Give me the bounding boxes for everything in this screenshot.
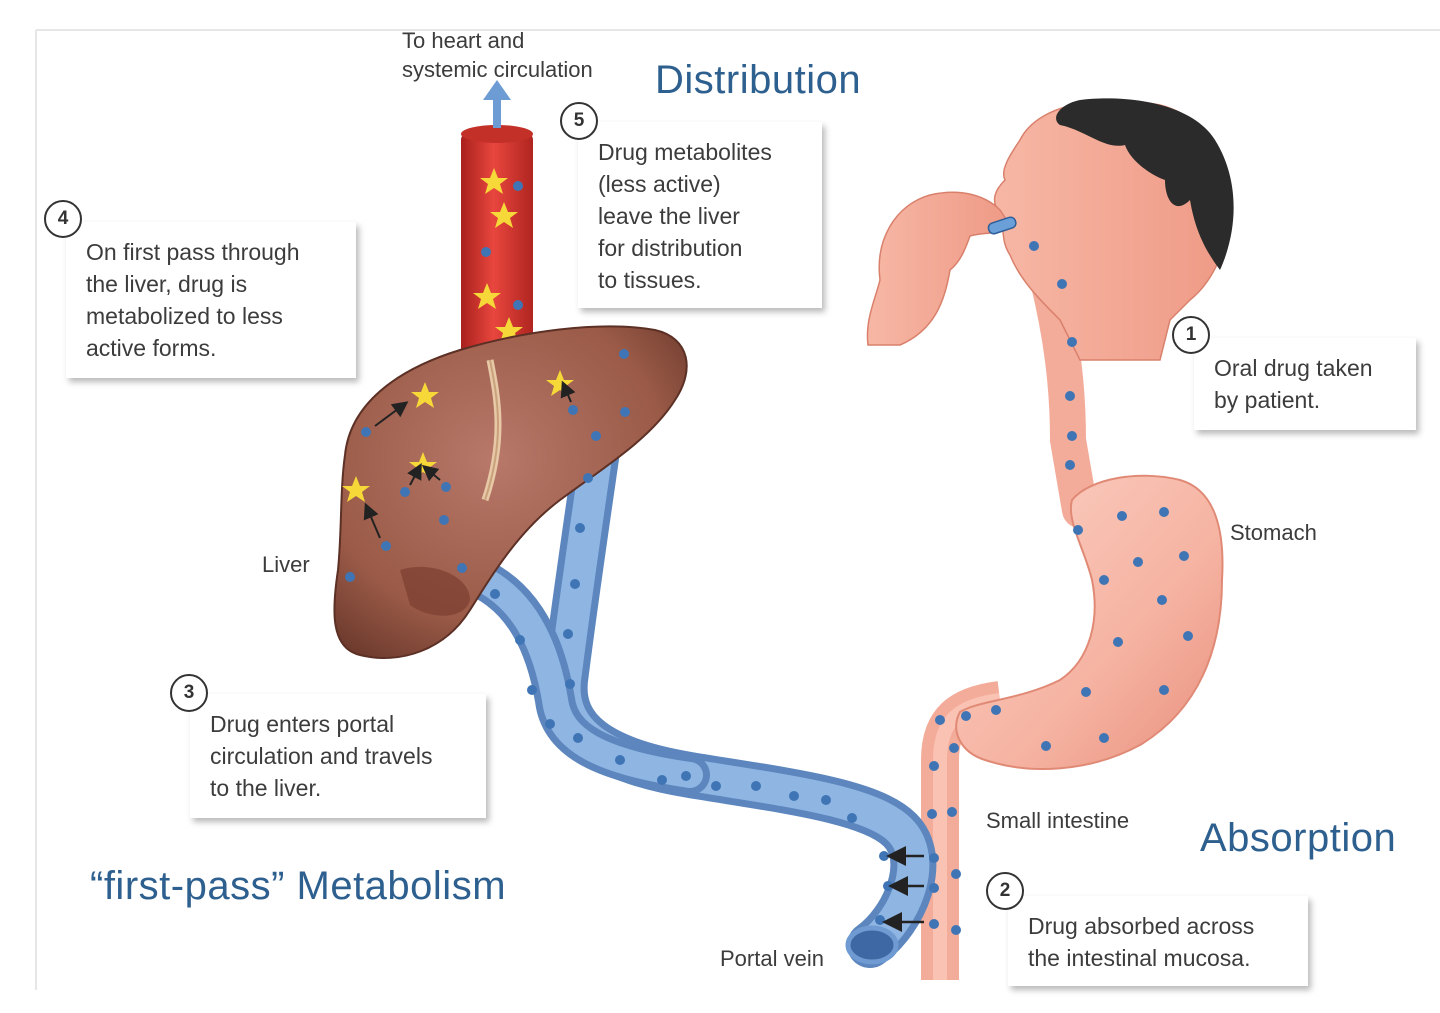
step-3-line: circulation and travels — [210, 743, 433, 769]
liver-label: Liver — [262, 552, 310, 577]
metabolism-heading: “first-pass” Metabolism — [90, 864, 507, 908]
step-5-line: Drug metabolites — [598, 139, 772, 165]
step-2-callout: Drug absorbed across the intestinal muco… — [1008, 896, 1308, 986]
step-3-line: Drug enters portal — [210, 711, 395, 737]
step-2-number: 2 — [986, 872, 1024, 910]
step-4-line: active forms. — [86, 335, 217, 361]
step-5-number: 5 — [560, 102, 598, 140]
stomach — [955, 474, 1224, 770]
step-2-line: Drug absorbed across — [1028, 913, 1255, 939]
distribution-heading: Distribution — [655, 58, 862, 102]
small-intestine-label: Small intestine — [986, 808, 1130, 833]
step-5-line: for distribution — [598, 235, 743, 261]
step-5-line: (less active) — [598, 171, 721, 197]
absorption-heading: Absorption — [1200, 816, 1397, 860]
drug-particles — [490, 241, 1193, 935]
liver — [333, 325, 688, 659]
portal-vein-label: Portal vein — [720, 946, 824, 971]
stomach-label: Stomach — [1230, 520, 1317, 545]
patient-figure — [866, 98, 1234, 361]
step-1-line: Oral drug taken — [1214, 355, 1373, 381]
step-3-number: 3 — [170, 674, 208, 712]
step-4-line: the liver, drug is — [86, 271, 248, 297]
step-4-line: On first pass through — [86, 239, 300, 265]
step-3-line: to the liver. — [210, 775, 322, 801]
step-1-callout: Oral drug taken by patient. — [1194, 338, 1416, 430]
step-2-line: the intestinal mucosa. — [1028, 945, 1251, 971]
absorption-arrows — [882, 846, 924, 932]
step-4-callout: On first pass through the liver, drug is… — [66, 222, 356, 378]
step-4-number: 4 — [44, 200, 82, 238]
step-1-number: 1 — [1172, 316, 1210, 354]
step-3-callout: Drug enters portal circulation and trave… — [190, 694, 486, 818]
heart-circulation-line-1: To heart and — [402, 28, 525, 53]
step-1-line: by patient. — [1214, 387, 1321, 413]
step-4-line: metabolized to less — [86, 303, 283, 329]
hepatic-outflow-vessel — [461, 80, 533, 357]
heart-circulation-line-2: systemic circulation — [402, 57, 593, 82]
heart-circulation-label: To heart and systemic circulation — [402, 26, 593, 84]
step-5-line: to tissues. — [598, 267, 702, 293]
step-5-line: leave the liver — [598, 203, 740, 229]
step-5-callout: Drug metabolites (less active) leave the… — [578, 122, 822, 308]
